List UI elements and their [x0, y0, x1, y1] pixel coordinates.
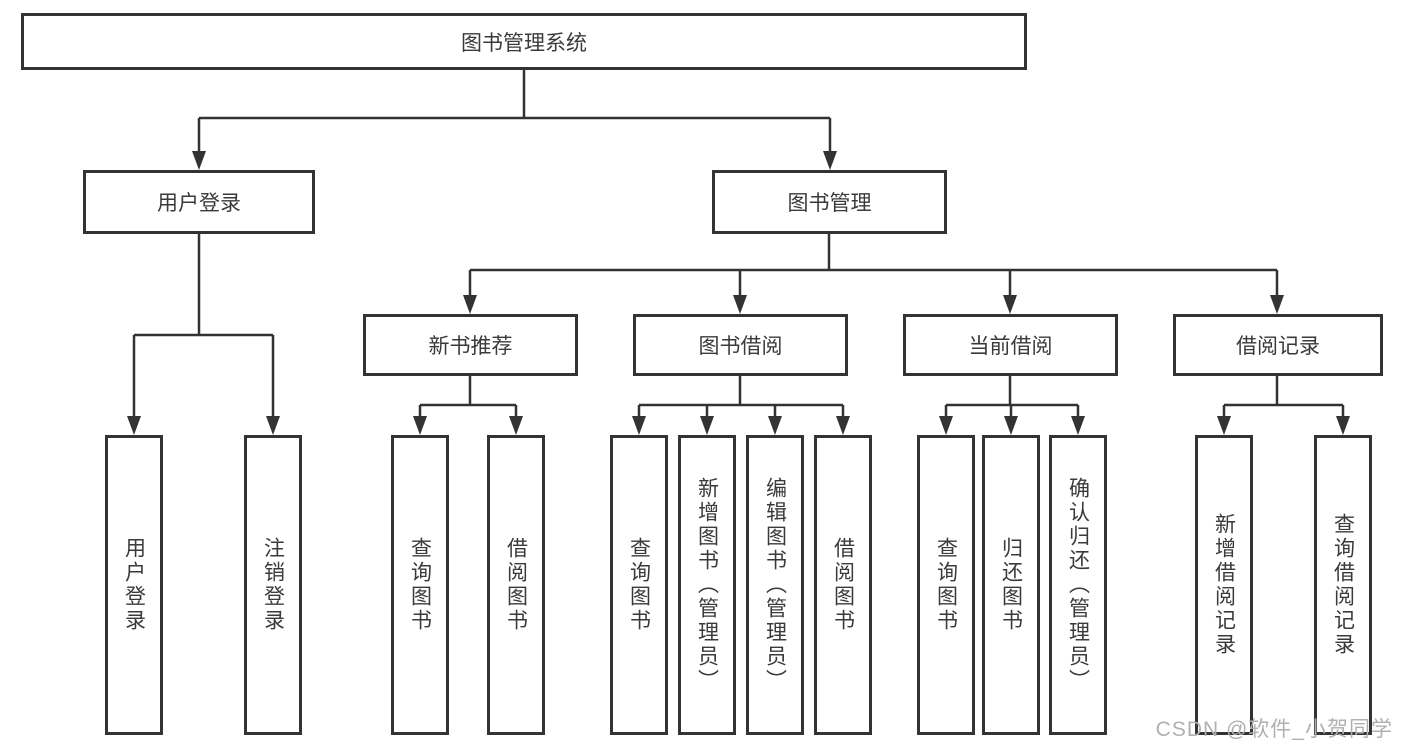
node-label: 编辑图书（管理员）	[763, 477, 787, 693]
node-label: 查询图书	[408, 537, 432, 633]
arrowhead	[1217, 416, 1231, 435]
node-label: 借阅记录	[1236, 335, 1320, 358]
arrowhead	[836, 416, 850, 435]
leaf-query-book-recommend: 查询图书	[391, 435, 449, 735]
leaf-borrow-book-recommend: 借阅图书	[487, 435, 545, 735]
node-current-borrowing: 当前借阅	[903, 314, 1118, 376]
leaf-query-book-current: 查询图书	[917, 435, 975, 735]
leaf-add-borrow-record: 新增借阅记录	[1195, 435, 1253, 735]
node-label: 归还图书	[999, 537, 1023, 633]
node-label: 图书管理系统	[461, 31, 587, 55]
leaf-confirm-return-admin: 确认归还（管理员）	[1049, 435, 1107, 735]
arrowhead	[1270, 295, 1284, 314]
leaf-logout: 注销登录	[244, 435, 302, 735]
node-label: 查询借阅记录	[1331, 513, 1355, 657]
leaf-query-book-borrow: 查询图书	[610, 435, 668, 735]
node-label: 新增借阅记录	[1212, 513, 1236, 657]
arrowhead	[192, 151, 206, 170]
node-label: 查询图书	[627, 537, 651, 633]
edge-borrow-records-children	[1217, 376, 1350, 435]
arrowhead	[939, 416, 953, 435]
edge-book-borrow-children	[632, 376, 850, 435]
node-library-system: 图书管理系统	[21, 13, 1027, 70]
node-label: 图书管理	[787, 192, 872, 215]
arrowhead	[266, 416, 280, 435]
node-label: 借阅图书	[831, 537, 855, 633]
leaf-borrow-book: 借阅图书	[814, 435, 872, 735]
arrowhead	[463, 295, 477, 314]
node-label: 注销登录	[261, 537, 285, 633]
node-borrow-records: 借阅记录	[1173, 314, 1383, 376]
node-label: 确认归还（管理员）	[1066, 477, 1090, 693]
arrowhead	[700, 416, 714, 435]
arrowhead	[127, 416, 141, 435]
node-label: 用户登录	[157, 192, 241, 215]
arrowhead	[733, 295, 747, 314]
node-book-borrowing: 图书借阅	[633, 314, 848, 376]
arrowhead	[1003, 295, 1017, 314]
edge-new-book-rec-children	[413, 376, 523, 435]
node-user-login: 用户登录	[83, 170, 315, 234]
node-label: 新书推荐	[428, 335, 513, 358]
edge-root-to-level2	[192, 70, 837, 170]
leaf-user-login: 用户登录	[105, 435, 163, 735]
leaf-query-borrow-record: 查询借阅记录	[1314, 435, 1372, 735]
edge-book-mgmt-children	[463, 234, 1284, 314]
arrowhead	[413, 416, 427, 435]
node-label: 新增图书（管理员）	[695, 477, 719, 693]
arrowhead	[823, 151, 837, 170]
node-book-management: 图书管理	[712, 170, 947, 234]
node-label: 图书借阅	[698, 335, 783, 358]
node-new-book-recommend: 新书推荐	[363, 314, 578, 376]
arrowhead	[509, 416, 523, 435]
leaf-add-book-admin: 新增图书（管理员）	[678, 435, 736, 735]
arrowhead	[632, 416, 646, 435]
node-label: 用户登录	[122, 537, 146, 633]
edge-current-borrow-children	[939, 376, 1085, 435]
node-label: 当前借阅	[968, 335, 1053, 358]
edge-user-login-children	[127, 234, 280, 435]
arrowhead	[768, 416, 782, 435]
node-label: 借阅图书	[504, 537, 528, 633]
arrowhead	[1071, 416, 1085, 435]
leaf-return-book: 归还图书	[982, 435, 1040, 735]
csdn-watermark: CSDN @软件_小贺同学	[1155, 718, 1393, 741]
arrowhead	[1004, 416, 1018, 435]
arrowhead	[1336, 416, 1350, 435]
node-label: 查询图书	[934, 537, 958, 633]
leaf-edit-book-admin: 编辑图书（管理员）	[746, 435, 804, 735]
